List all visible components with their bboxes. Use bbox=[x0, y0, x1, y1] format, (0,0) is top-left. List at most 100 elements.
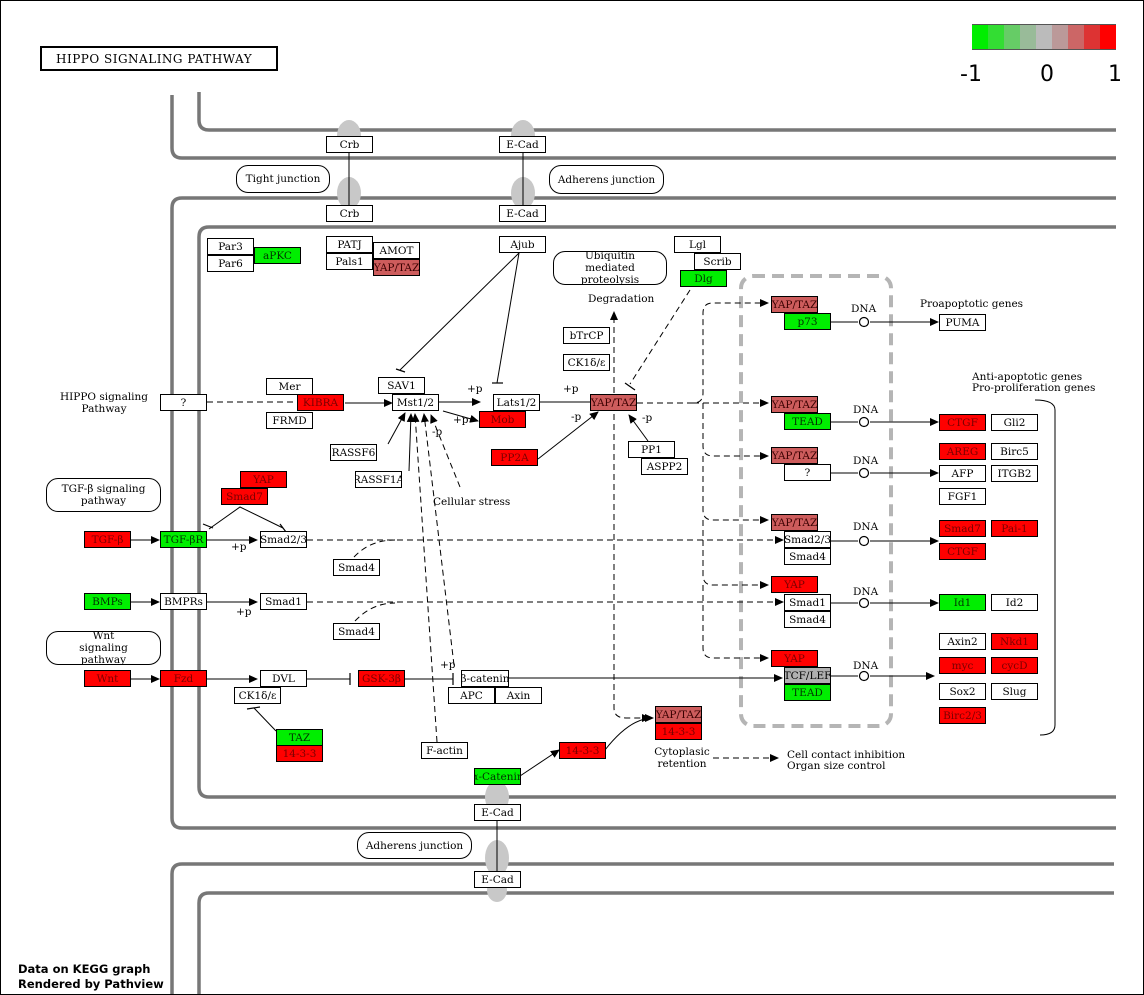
gene-apkc[interactable]: aPKC bbox=[254, 247, 301, 264]
gene-yap[interactable]: YAP bbox=[771, 650, 818, 667]
gene-ajub[interactable]: Ajub bbox=[499, 236, 546, 253]
dephospho-label: -p bbox=[571, 411, 582, 423]
gene-yaptaz[interactable]: YAP/TAZ bbox=[771, 396, 818, 413]
gene-ctgf[interactable]: CTGF bbox=[939, 543, 986, 560]
gene-scrib[interactable]: Scrib bbox=[694, 253, 741, 270]
gene-smad1[interactable]: Smad1 bbox=[260, 593, 307, 610]
gene-smad1[interactable]: Smad1 bbox=[784, 594, 831, 611]
gene-nkd1[interactable]: Nkd1 bbox=[991, 633, 1038, 650]
gene-apc[interactable]: APC bbox=[448, 687, 495, 704]
gene-pp2a[interactable]: PP2A bbox=[491, 449, 538, 466]
gene-crb[interactable]: Crb bbox=[326, 136, 373, 153]
gene-btrcp[interactable]: bTrCP bbox=[563, 327, 610, 344]
gene-ecad[interactable]: E-Cad bbox=[499, 205, 546, 222]
gene-gli2[interactable]: Gli2 bbox=[991, 414, 1038, 431]
gene-unknown[interactable]: ? bbox=[784, 464, 831, 481]
gene-itgb2[interactable]: ITGB2 bbox=[991, 465, 1038, 482]
gene-ck1[interactable]: CK1δ/ε bbox=[234, 687, 281, 704]
gene-yaptaz-main[interactable]: YAP/TAZ bbox=[590, 394, 637, 411]
gene-yaptaz-cyto[interactable]: YAP/TAZ bbox=[655, 706, 702, 723]
gene-rassf6[interactable]: RASSF6 bbox=[330, 444, 377, 461]
gene-mob[interactable]: Mob bbox=[479, 411, 526, 428]
gene-mer[interactable]: Mer bbox=[266, 378, 313, 395]
gene-id1[interactable]: Id1 bbox=[939, 594, 986, 611]
gene-cycd[interactable]: cycD bbox=[991, 657, 1038, 674]
gene-slug[interactable]: Slug bbox=[991, 683, 1038, 700]
gene-lgl[interactable]: Lgl bbox=[674, 236, 721, 253]
gene-yap[interactable]: YAP bbox=[240, 471, 287, 488]
gene-wnt[interactable]: Wnt bbox=[84, 670, 131, 687]
gene-id2[interactable]: Id2 bbox=[991, 594, 1038, 611]
gene-14-3-3[interactable]: 14-3-3 bbox=[559, 742, 606, 759]
gene-myc[interactable]: myc bbox=[939, 657, 986, 674]
gene-par3[interactable]: Par3 bbox=[207, 238, 254, 255]
gene-ecad[interactable]: E-Cad bbox=[474, 804, 521, 821]
gene-lats[interactable]: Lats1/2 bbox=[493, 394, 540, 411]
gene-smad23[interactable]: Smad2/3 bbox=[784, 531, 831, 548]
gene-tgfb[interactable]: TGF-β bbox=[84, 531, 131, 548]
gene-smad7[interactable]: Smad7 bbox=[939, 520, 986, 537]
gene-smad7[interactable]: Smad7 bbox=[221, 488, 268, 505]
gene-rassf1a[interactable]: RASSF1A bbox=[355, 471, 402, 488]
gene-par6[interactable]: Par6 bbox=[207, 255, 254, 272]
gene-pai1[interactable]: Pai-1 bbox=[991, 520, 1038, 537]
gene-factin[interactable]: F-actin bbox=[421, 742, 468, 759]
gene-birc5[interactable]: Birc5 bbox=[991, 443, 1038, 460]
gene-areg[interactable]: AREG bbox=[939, 443, 986, 460]
legend-swatch bbox=[1020, 24, 1036, 50]
gene-ecad[interactable]: E-Cad bbox=[499, 136, 546, 153]
gene-bmps[interactable]: BMPs bbox=[84, 593, 131, 610]
gene-tgfbr[interactable]: TGF-βR bbox=[160, 531, 207, 548]
gene-mst[interactable]: Mst1/2 bbox=[392, 394, 439, 411]
gene-gsk3b[interactable]: GSK-3β bbox=[358, 670, 405, 687]
gene-patj[interactable]: PATJ bbox=[326, 236, 373, 253]
gene-unknown[interactable]: ? bbox=[160, 394, 207, 411]
gene-sox2[interactable]: Sox2 bbox=[939, 683, 986, 700]
gene-tcf-lef[interactable]: TCF/LEF bbox=[784, 667, 831, 684]
gene-frmd[interactable]: FRMD bbox=[266, 412, 313, 429]
gene-smad4[interactable]: Smad4 bbox=[333, 559, 380, 576]
gene-tead[interactable]: TEAD bbox=[784, 684, 831, 701]
gene-bmprs[interactable]: BMPRs bbox=[160, 593, 207, 610]
gene-14-3-3[interactable]: 14-3-3 bbox=[276, 745, 323, 762]
gene-kibra[interactable]: KIBRA bbox=[297, 394, 344, 411]
gene-ctgf[interactable]: CTGF bbox=[939, 414, 986, 431]
adherens-junction-bottom-label: Adherens junction bbox=[357, 832, 472, 859]
gene-pals1[interactable]: Pals1 bbox=[326, 253, 373, 270]
gene-axin2[interactable]: Axin2 bbox=[939, 633, 986, 650]
gene-smad4[interactable]: Smad4 bbox=[784, 548, 831, 565]
gene-bcatenin[interactable]: β-catenin bbox=[461, 670, 509, 687]
gene-yap[interactable]: YAP bbox=[771, 576, 818, 593]
gene-yaptaz[interactable]: YAP/TAZ bbox=[771, 447, 818, 464]
gene-14-3-3[interactable]: 14-3-3 bbox=[655, 723, 702, 740]
gene-tead[interactable]: TEAD bbox=[784, 413, 831, 430]
gene-fzd[interactable]: Fzd bbox=[160, 670, 207, 687]
gene-smad4[interactable]: Smad4 bbox=[333, 623, 380, 640]
legend-swatch bbox=[988, 24, 1004, 50]
gene-afp[interactable]: AFP bbox=[939, 465, 986, 482]
gene-taz[interactable]: TAZ bbox=[276, 729, 323, 746]
gene-crb[interactable]: Crb bbox=[326, 205, 373, 222]
gene-amot[interactable]: AMOT bbox=[373, 242, 420, 259]
gene-yaptaz-amot[interactable]: YAP/TAZ bbox=[373, 259, 420, 276]
gene-yaptaz[interactable]: YAP/TAZ bbox=[771, 296, 818, 313]
gene-p73[interactable]: p73 bbox=[784, 313, 831, 330]
gene-ck1[interactable]: CK1δ/ε bbox=[563, 354, 610, 371]
gene-yaptaz[interactable]: YAP/TAZ bbox=[771, 514, 818, 531]
gene-aspp2[interactable]: ASPP2 bbox=[641, 458, 688, 475]
gene-dlg[interactable]: Dlg bbox=[680, 270, 727, 287]
adherens-junction-top-label: Adherens junction bbox=[549, 165, 664, 194]
gene-dvl[interactable]: DVL bbox=[260, 670, 307, 687]
gene-sav1[interactable]: SAV1 bbox=[378, 377, 425, 394]
gene-acatenin[interactable]: α-Catenin bbox=[474, 768, 521, 785]
gene-ecad[interactable]: E-Cad bbox=[474, 871, 521, 888]
pathway-title: HIPPO SIGNALING PATHWAY bbox=[40, 46, 278, 71]
gene-pp1[interactable]: PP1 bbox=[628, 441, 675, 458]
gene-smad4[interactable]: Smad4 bbox=[784, 611, 831, 628]
legend-swatch bbox=[1052, 24, 1068, 50]
gene-smad23[interactable]: Smad2/3 bbox=[260, 531, 307, 548]
gene-fgf1[interactable]: FGF1 bbox=[939, 488, 986, 505]
gene-puma[interactable]: PUMA bbox=[939, 314, 986, 331]
gene-birc23[interactable]: Birc2/3 bbox=[939, 707, 986, 724]
gene-axin[interactable]: Axin bbox=[495, 687, 542, 704]
